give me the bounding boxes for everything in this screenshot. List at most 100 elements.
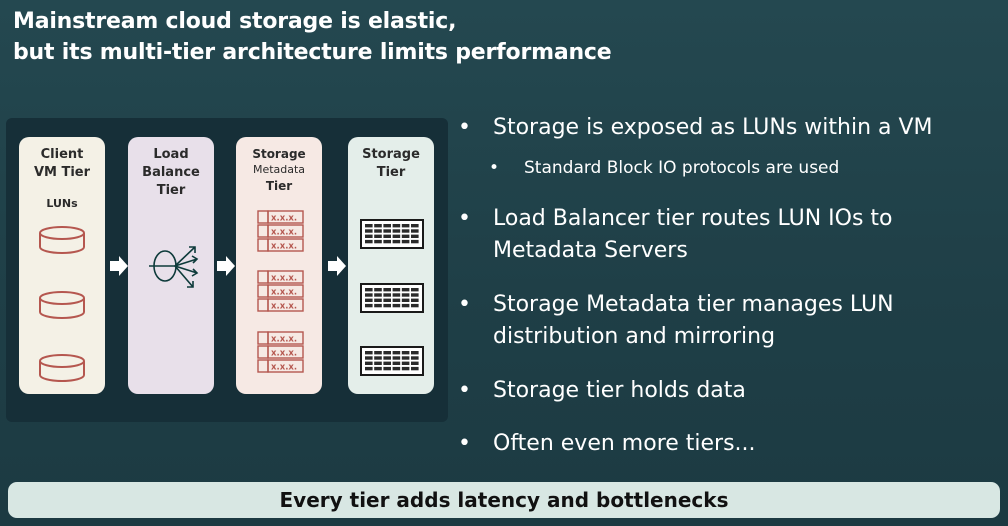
rack-slot (411, 288, 419, 292)
takeaway-banner: Every tier adds latency and bottlenecks (8, 482, 1000, 518)
rack-slot (383, 366, 391, 371)
rack-slot (401, 351, 410, 355)
bullet-text-continued: Metadata Servers (493, 238, 688, 263)
tier-label-line: Storage (252, 147, 306, 161)
bullet-glyph: • (458, 115, 471, 140)
rack-slot (411, 366, 419, 371)
rack-slot (383, 303, 391, 308)
rack-slot (374, 303, 382, 308)
bullet-text: Standard Block IO protocols are used (524, 158, 840, 178)
rack-slot (411, 356, 419, 360)
table-cell (267, 359, 304, 373)
table-cell (257, 345, 269, 359)
rack-slot (401, 366, 410, 371)
rack-slot (392, 351, 401, 355)
rack-slot (401, 229, 410, 233)
rack-slot (365, 356, 373, 360)
rack-slot (401, 293, 410, 297)
table-cell (257, 238, 269, 252)
rack-slot (392, 288, 401, 292)
rack-slot (392, 224, 401, 228)
rack-slot (365, 229, 373, 233)
rack-slot (383, 224, 391, 228)
rack-slot (392, 229, 401, 233)
tier-label-line: Metadata (252, 163, 306, 176)
bullet-glyph: • (458, 292, 471, 317)
rack-slot (374, 239, 382, 244)
rack-slot (401, 239, 410, 244)
rack-slot (383, 234, 391, 238)
table-cell (267, 298, 304, 312)
rack-slot (383, 239, 391, 244)
table-cell-text: x.x.x. (271, 302, 297, 312)
bullet-text: Storage Metadata tier manages LUN (493, 292, 894, 317)
bullet-text: Storage is exposed as LUNs within a VM (493, 115, 933, 140)
rack-slot (401, 234, 410, 238)
bullet-text: Load Balancer tier routes LUN IOs to (493, 206, 893, 231)
load-balance-tier-box: Load Balance Tier (128, 137, 214, 394)
bullet-glyph: • (489, 158, 500, 178)
client-vm-tier-box: Client VM Tier LUNs (19, 137, 105, 394)
title-line-1: Mainstream cloud storage is elastic, (13, 9, 457, 34)
table-cell (257, 284, 269, 298)
bullet-glyph: • (458, 431, 471, 456)
table-cell (257, 298, 269, 312)
storage-metadata-tier-label: Storage Metadata Tier (236, 146, 322, 194)
rack-slot (411, 361, 419, 365)
rack-slot (374, 288, 382, 292)
rack-slot (374, 229, 382, 233)
table-cell (257, 270, 269, 284)
rack-slot (401, 288, 410, 292)
disk-icon (39, 291, 85, 319)
luns-label: LUNs (46, 197, 78, 210)
rack-slot (401, 224, 410, 228)
tier-label-line: Client (40, 147, 84, 162)
rack-slot (392, 239, 401, 244)
table-cell (267, 210, 304, 224)
bullet-text-continued: distribution and mirroring (493, 324, 776, 349)
table-cell (257, 359, 269, 373)
table-cell (257, 331, 269, 345)
storage-rack-icon (360, 346, 424, 376)
storage-metadata-tier-box: Storage Metadata Tier x.x.x.x.x.x.x.x.x.… (236, 137, 322, 394)
metadata-table-icon: x.x.x.x.x.x.x.x.x. (257, 331, 304, 373)
storage-tier-label: Storage Tier (348, 146, 434, 182)
rack-slot (411, 303, 419, 308)
rack-slot (365, 351, 373, 355)
rack-slot (365, 288, 373, 292)
rack-slot (392, 303, 401, 308)
rack-slot (383, 293, 391, 297)
flow-arrow-icon (217, 256, 235, 276)
rack-slot (365, 224, 373, 228)
bullet-text: Storage tier holds data (493, 378, 746, 403)
tier-label-line: VM Tier (33, 165, 91, 180)
table-cell (267, 331, 304, 345)
title-line-2: but its multi-tier architecture limits p… (13, 40, 612, 65)
rack-slot (374, 293, 382, 297)
rack-slot (392, 361, 401, 365)
rack-slot (383, 356, 391, 360)
flow-arrow-icon (110, 256, 128, 276)
rack-slot (374, 298, 382, 302)
rack-slot (383, 288, 391, 292)
rack-slot (411, 234, 419, 238)
tier-label-line: Tier (156, 183, 186, 198)
tier-label-line: Load (153, 147, 189, 162)
rack-slot (365, 293, 373, 297)
bullet-glyph: • (458, 378, 471, 403)
rack-slot (411, 351, 419, 355)
table-cell-text: x.x.x. (271, 335, 297, 345)
rack-slot (401, 303, 410, 308)
table-cell-text: x.x.x. (271, 274, 297, 284)
load-balance-tier-label: Load Balance Tier (128, 146, 214, 200)
rack-slot (365, 361, 373, 365)
storage-tier-box: Storage Tier (348, 137, 434, 394)
table-cell (267, 238, 304, 252)
rack-slot (365, 234, 373, 238)
client-vm-tier-label: Client VM Tier (19, 146, 105, 182)
rack-slot (392, 293, 401, 297)
rack-slot (365, 366, 373, 371)
rack-slot (365, 239, 373, 244)
metadata-table-icon: x.x.x.x.x.x.x.x.x. (257, 270, 304, 312)
rack-slot (392, 298, 401, 302)
